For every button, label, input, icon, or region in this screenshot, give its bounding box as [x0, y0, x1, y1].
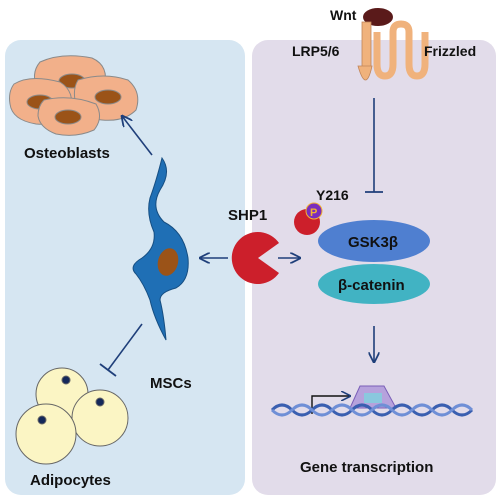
msc-nucleus: [157, 248, 179, 276]
lrp-bulb: [357, 65, 373, 81]
msc-adipocyte-inhibition: [107, 323, 143, 371]
osteoblasts-label: Osteoblasts: [24, 145, 110, 162]
shp1-label: SHP1: [228, 207, 267, 224]
lrp-receptor: [361, 21, 372, 71]
transcription-complex-inner: [364, 393, 382, 403]
y216-label: Y216: [316, 187, 349, 203]
inhibition-bar: [99, 363, 117, 377]
phospho-label: P: [310, 207, 317, 219]
shp1-protein: [231, 231, 279, 284]
mscs-label: MSCs: [150, 375, 192, 392]
adipocyte-cluster: [15, 367, 129, 465]
gsk3b-protein: [318, 220, 430, 262]
msc-to-osteoblast-arrow: [122, 116, 153, 156]
bcatenin-label: β-catenin: [338, 277, 405, 294]
osteoblast-cluster: [9, 55, 139, 136]
wnt-ligand: [363, 8, 393, 26]
adipocytes-label: Adipocytes: [30, 472, 111, 489]
phospho-badge: [305, 202, 323, 220]
frizzled-receptor: [373, 20, 429, 80]
wnt-label: Wnt: [330, 7, 357, 23]
lrp-label: LRP5/6: [292, 43, 340, 59]
dna-strand-2: [270, 403, 474, 417]
frizzled-label: Frizzled: [424, 43, 476, 59]
gene-transcription-label: Gene transcription: [300, 459, 433, 476]
gsk3b-label: GSK3β: [348, 234, 398, 251]
bcatenin-protein: [318, 264, 430, 304]
msc-cell: [132, 156, 189, 341]
